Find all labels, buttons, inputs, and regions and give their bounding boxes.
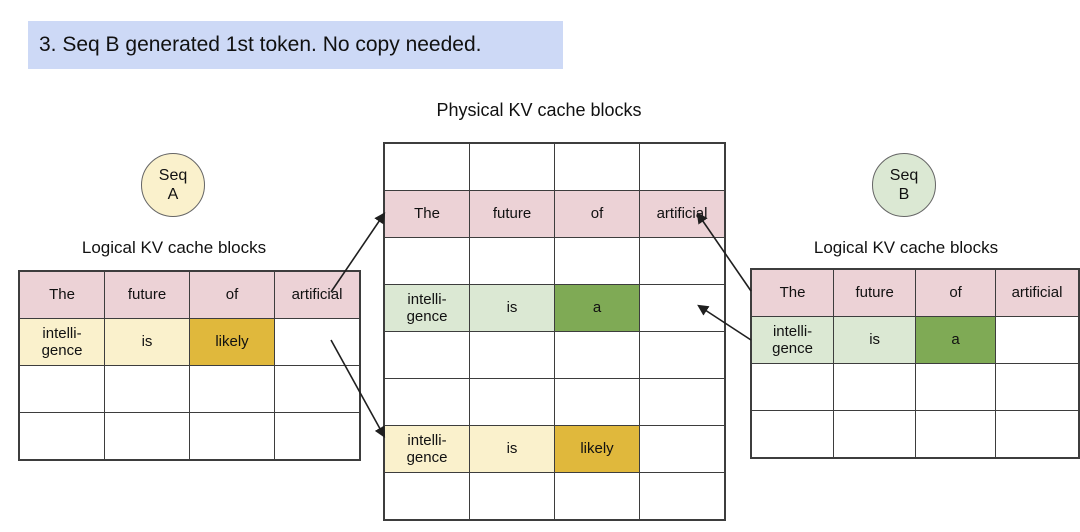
seq-b-logical-label: Logical KV cache blocks bbox=[813, 238, 999, 257]
seq-a-badge-line1: Seq bbox=[158, 166, 188, 184]
step-caption-banner: 3. Seq B generated 1st token. No copy ne… bbox=[28, 21, 563, 69]
table-row bbox=[383, 331, 726, 379]
cell: is bbox=[469, 284, 555, 332]
cell: intelli-gence bbox=[18, 318, 105, 366]
table-row bbox=[383, 378, 726, 426]
cell bbox=[383, 237, 470, 285]
step-caption-text: 3. Seq B generated 1st token. No copy ne… bbox=[39, 33, 482, 56]
cell: artificial bbox=[995, 268, 1080, 317]
cell: The bbox=[750, 268, 835, 317]
cell bbox=[469, 331, 555, 379]
seq-a-badge: Seq A bbox=[141, 153, 205, 217]
cell bbox=[750, 410, 835, 459]
cell bbox=[104, 365, 190, 413]
cell bbox=[995, 410, 1080, 459]
cell: artificial bbox=[639, 190, 726, 238]
cell bbox=[639, 472, 726, 521]
cell bbox=[274, 318, 361, 366]
cell: The bbox=[383, 190, 470, 238]
cell: is bbox=[833, 316, 917, 364]
cell: future bbox=[469, 190, 555, 238]
cell bbox=[469, 472, 555, 521]
cell bbox=[469, 142, 555, 191]
cell: of bbox=[554, 190, 640, 238]
cell: intelli-gence bbox=[383, 284, 470, 332]
table-row: intelli-gence is likely bbox=[383, 425, 726, 473]
cell: future bbox=[833, 268, 917, 317]
table-row: The future of artificial bbox=[383, 190, 726, 238]
cell bbox=[554, 331, 640, 379]
table-row bbox=[383, 142, 726, 191]
table-row bbox=[383, 472, 726, 521]
cell bbox=[833, 410, 917, 459]
cell bbox=[750, 363, 835, 411]
table-row: The future of artificial bbox=[18, 270, 361, 319]
table-row bbox=[383, 237, 726, 285]
seq-b-logical-table: The future of artificial intelli-gence i… bbox=[750, 268, 1080, 459]
cell bbox=[274, 412, 361, 461]
cell bbox=[18, 365, 105, 413]
cell: is bbox=[104, 318, 190, 366]
cell bbox=[18, 412, 105, 461]
cell bbox=[833, 363, 917, 411]
cell bbox=[639, 284, 726, 332]
cell bbox=[383, 472, 470, 521]
cell bbox=[383, 331, 470, 379]
cell bbox=[639, 142, 726, 191]
cell: intelli-gence bbox=[383, 425, 470, 473]
cell: artificial bbox=[274, 270, 361, 319]
cell bbox=[554, 472, 640, 521]
cell bbox=[995, 363, 1080, 411]
seq-b-badge-line2: B bbox=[898, 186, 910, 203]
table-row bbox=[750, 363, 1080, 411]
cell bbox=[469, 237, 555, 285]
cell: a bbox=[554, 284, 640, 332]
cell bbox=[383, 142, 470, 191]
cell: is bbox=[469, 425, 555, 473]
seq-b-badge-line1: Seq bbox=[889, 166, 919, 184]
cell: The bbox=[18, 270, 105, 319]
cell: likely bbox=[189, 318, 275, 366]
cell bbox=[915, 410, 997, 459]
cell bbox=[274, 365, 361, 413]
cell: of bbox=[915, 268, 997, 317]
cell bbox=[189, 365, 275, 413]
cell bbox=[104, 412, 190, 461]
cell bbox=[554, 142, 640, 191]
seq-b-badge: Seq B bbox=[872, 153, 936, 217]
cell: future bbox=[104, 270, 190, 319]
cell: of bbox=[189, 270, 275, 319]
table-row: intelli-gence is a bbox=[750, 316, 1080, 364]
physical-kv-title: Physical KV cache blocks bbox=[436, 100, 642, 120]
cell bbox=[915, 363, 997, 411]
cell bbox=[554, 378, 640, 426]
table-row: intelli-gence is a bbox=[383, 284, 726, 332]
table-row bbox=[750, 410, 1080, 459]
table-row bbox=[18, 365, 361, 413]
seq-a-badge-line2: A bbox=[167, 186, 179, 203]
seq-a-logical-label: Logical KV cache blocks bbox=[81, 238, 267, 257]
physical-kv-table: The future of artificial intelli-gence i… bbox=[383, 142, 726, 521]
table-row bbox=[18, 412, 361, 461]
cell bbox=[639, 425, 726, 473]
cell bbox=[995, 316, 1080, 364]
cell bbox=[554, 237, 640, 285]
cell bbox=[383, 378, 470, 426]
table-row: The future of artificial bbox=[750, 268, 1080, 317]
cell: likely bbox=[554, 425, 640, 473]
cell: intelli-gence bbox=[750, 316, 835, 364]
cell bbox=[639, 237, 726, 285]
cell bbox=[469, 378, 555, 426]
seq-a-logical-table: The future of artificial intelli-gence i… bbox=[18, 270, 361, 461]
cell bbox=[189, 412, 275, 461]
cell: a bbox=[915, 316, 997, 364]
cell bbox=[639, 331, 726, 379]
table-row: intelli-gence is likely bbox=[18, 318, 361, 366]
cell bbox=[639, 378, 726, 426]
